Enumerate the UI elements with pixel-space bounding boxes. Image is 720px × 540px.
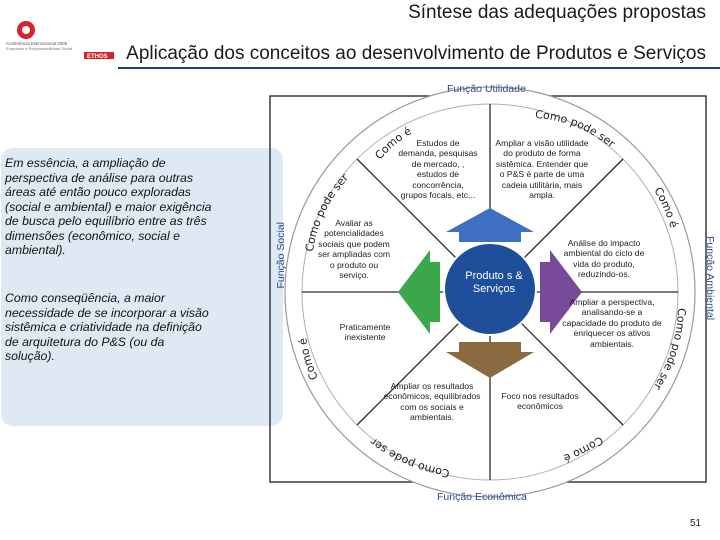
arrow-left-icon <box>398 250 440 334</box>
page-number: 51 <box>690 518 702 529</box>
cell-utilidade-como-e: Estudos de demanda, pesquisas de mercado… <box>398 138 478 201</box>
page-subtitle: Aplicação dos conceitos ao desenvolvimen… <box>126 43 706 64</box>
summary-panel: Em essência, a ampliação de perspectiva … <box>1 148 283 426</box>
cell-economica-como-e: Foco nos resultados econômicos <box>501 391 579 412</box>
axis-label-utilidade: Função Utilidade <box>447 83 526 95</box>
cell-ambiental-como-pode-ser: Ampliar a perspectiva, analisando-se a c… <box>562 297 662 349</box>
cell-social-como-e: Praticamente inexistente <box>339 322 391 343</box>
arrow-up-icon <box>446 208 534 242</box>
logo-brand: ETHOS <box>87 54 108 60</box>
center-label-produtos-servicos: Produto s & Serviços <box>465 270 523 295</box>
cell-ambiental-como-e: Análise do impacto ambiental do ciclo de… <box>563 238 645 280</box>
summary-paragraph-consequence: Como conseqüência, a maior necessidade d… <box>5 291 209 363</box>
center-circle <box>443 242 537 336</box>
arrow-right-icon <box>540 250 582 334</box>
axis-label-economica: Função Econômica <box>437 491 527 503</box>
page-title: Síntese das adequações propostas <box>408 2 706 23</box>
ethos-logo: Conferência Internacional 2006 Empresas … <box>4 18 116 60</box>
logo-line1: Conferência Internacional 2006 <box>6 41 68 46</box>
cell-utilidade-como-pode-ser: Ampliar a visão utilidade do produto de … <box>495 138 589 201</box>
cell-economica-como-pode-ser: Ampliar os resultados econômicos, equili… <box>383 381 481 423</box>
axis-label-ambiental: Função Ambiental <box>704 236 716 321</box>
title-divider <box>118 67 720 69</box>
arrow-down-icon <box>446 342 534 378</box>
cell-social-como-pode-ser: Avaliar as potencialidades sociais que p… <box>317 218 391 281</box>
logo-line2: Empresas e Responsabilidade Social <box>6 46 72 51</box>
axis-label-social: Função Social <box>275 222 287 289</box>
summary-paragraph-essence: Em essência, a ampliação de perspectiva … <box>5 156 212 257</box>
